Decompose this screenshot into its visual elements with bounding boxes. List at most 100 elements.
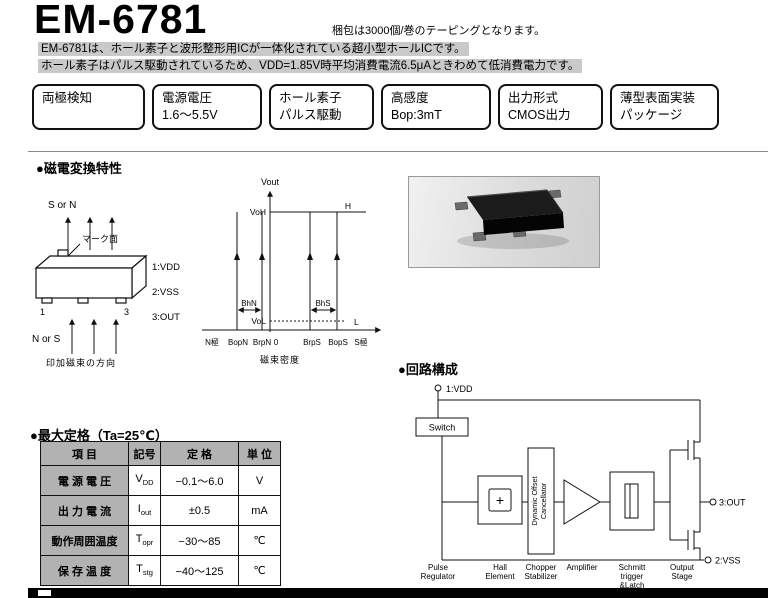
description-line-1: EM-6781は、ホール素子と波形整形用ICが一体化されている超小型ホールICで…: [38, 42, 469, 56]
block-labels: Pulse Regulator Hall Element Chopper Sta…: [421, 563, 695, 588]
vdd-terminal: [434, 384, 442, 392]
feature-line: 電源電圧: [162, 91, 213, 105]
cell-item: 出 力 電 流: [40, 495, 129, 526]
label-amp-1: Amplifier: [566, 563, 597, 572]
cell-unit: V: [238, 465, 281, 496]
page-title: EM-6781: [34, 0, 208, 42]
col-header-unit: 単 位: [238, 441, 281, 466]
out-terminal: [709, 498, 717, 506]
vdd-label: 1:VDD: [446, 384, 473, 394]
symbol-base: T: [135, 533, 143, 546]
table-row: 出 力 電 流 Iout ±0.5 mA: [40, 495, 281, 526]
x-label-spole: S極: [354, 337, 367, 347]
hall-plus-sign: +: [496, 492, 504, 508]
pinout-vss: 2:VSS: [152, 287, 179, 298]
bhn-label: BhN: [241, 299, 257, 308]
package-outline: [34, 249, 148, 304]
section-title-ratings: ●最大定格（Ta=25℃）: [30, 428, 168, 443]
feature-line: 1.6～5.5V: [162, 108, 218, 122]
pinout-out: 3:OUT: [152, 312, 180, 323]
hall-plate: [488, 488, 512, 512]
feature-line: CMOS出力: [508, 108, 571, 122]
label-schmitt-2: trigger: [621, 572, 644, 581]
col-header-symbol: 記号: [128, 441, 161, 466]
label-pulse-1: Pulse: [428, 563, 449, 572]
product-photo: [408, 176, 600, 268]
cell-unit: ℃: [238, 555, 281, 586]
x-label-brps: BrpS: [303, 338, 321, 347]
x-label-npole: N極: [205, 337, 219, 347]
smd-package-image: [454, 189, 569, 249]
bottom-flux-arrows: [69, 318, 119, 354]
cell-item: 電 源 電 圧: [40, 465, 129, 496]
label-chopper-1: Chopper: [526, 563, 557, 572]
x-label-zero: 0: [274, 338, 279, 347]
label-pulse-2: Regulator: [421, 572, 456, 581]
flux-direction-caption: 印加磁束の方向: [46, 357, 116, 368]
feature-line: 薄型表面実装: [620, 91, 696, 105]
symbol-base: T: [136, 563, 143, 576]
chopper-block: [527, 447, 555, 555]
symbol-base: I: [137, 503, 141, 516]
label-schmitt-1: Schmitt: [619, 563, 646, 572]
chip-body: [466, 189, 564, 235]
out-label: 3:OUT: [719, 498, 746, 508]
label-hall-1: Hall: [493, 563, 507, 572]
chopper-text-line1: Dynamic Offset: [530, 477, 539, 526]
feature-line: Bop:3mT: [391, 108, 442, 122]
section-divider: [28, 151, 768, 152]
cell-symbol: Tstg: [128, 555, 161, 586]
cell-rating: −40～125: [160, 555, 239, 586]
cell-rating: ±0.5: [160, 495, 239, 526]
vol-label: VoL: [251, 316, 266, 326]
pinout-vdd: 1:VDD: [152, 262, 180, 273]
description-line-2: ホール素子はパルス駆動されているため、VDD=1.85V時平均消費電流6.5μA…: [38, 59, 583, 73]
table-row: 動作周囲温度 Topr −30～85 ℃: [40, 525, 281, 556]
top-flux-arrows: [65, 216, 115, 250]
voh-label: VoH: [250, 207, 266, 217]
transfer-characteristic-graph: Vout VoH VoL H L BhN BhS N極 BopN: [202, 177, 382, 365]
x-tick-labels: N極 BopN BrpN 0 BrpS BopS S極: [205, 337, 368, 347]
table-header-row: 項 目 記号 定 格 単 位: [40, 441, 281, 466]
bhs-label: BhS: [315, 299, 330, 308]
col-header-rating: 定 格: [160, 441, 239, 466]
label-hall-2: Element: [485, 572, 515, 581]
schmitt-block: [609, 471, 655, 531]
x-label-brpn: BrpN: [253, 338, 271, 347]
description-highlight: EM-6781は、ホール素子と波形整形用ICが一体化されている超小型ホールICで…: [38, 42, 469, 56]
graph-axes: [202, 190, 382, 333]
feature-box-bipolar: 両極検知: [32, 84, 145, 130]
wiring: [437, 391, 710, 561]
switch-label: Switch: [429, 423, 456, 433]
feature-box-package: 薄型表面実装 パッケージ: [610, 84, 719, 130]
cell-symbol: Iout: [128, 495, 161, 526]
switch-direction-arrows: [234, 252, 340, 260]
cell-rating: −30～85: [160, 525, 239, 556]
feature-line: 出力形式: [508, 91, 559, 105]
amplifier-triangle: [563, 479, 601, 525]
table-row: 保 存 温 度 Tstg −40～125 ℃: [40, 555, 281, 586]
feature-box-output: 出力形式 CMOS出力: [498, 84, 603, 130]
footer-page-marker: [38, 590, 51, 596]
symbol-base: V: [135, 473, 143, 486]
high-label: H: [345, 201, 351, 211]
packing-note: 梱包は3000個/巻のテーピングとなります。: [332, 25, 546, 37]
feature-line: 両極検知: [42, 91, 93, 105]
cell-symbol: VDD: [128, 465, 161, 496]
symbol-sub: stg: [142, 568, 153, 578]
feature-line: ホール素子: [279, 91, 342, 105]
feature-box-sensitivity: 高感度 Bop:3mT: [381, 84, 491, 130]
x-label-bops: BopS: [328, 338, 348, 347]
top-pole-label: S or N: [48, 200, 76, 211]
label-output-2: Stage: [672, 572, 693, 581]
cell-unit: mA: [238, 495, 281, 526]
feature-box-supply: 電源電圧 1.6～5.5V: [152, 84, 262, 130]
block-diagram: 1:VDD Switch: [415, 384, 746, 588]
label-chopper-2: Stabilizer: [525, 572, 558, 581]
bottom-pole-label: N or S: [32, 334, 61, 345]
mark-face-label: マーク面: [82, 234, 118, 244]
symbol-sub: out: [140, 508, 152, 518]
switch-point-lines: [236, 212, 338, 330]
table-row: 電 源 電 圧 VDD −0.1～6.0 V: [40, 465, 281, 496]
col-header-item: 項 目: [40, 441, 129, 466]
